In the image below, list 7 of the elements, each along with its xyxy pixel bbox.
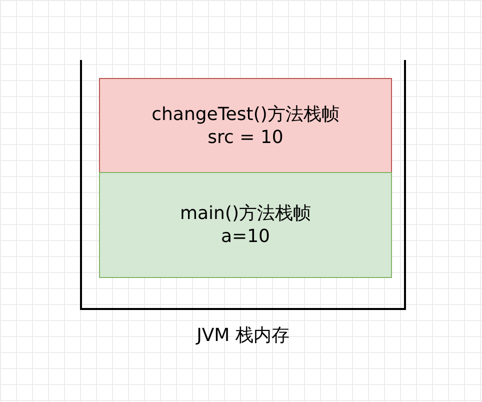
stack-frame	[99, 172, 392, 278]
frame-text: main()方法栈帧	[180, 202, 312, 225]
frame-text: changeTest()方法栈帧	[152, 102, 340, 126]
frame-text: src = 10	[208, 126, 284, 148]
stack-label: JVM 栈内存	[196, 324, 290, 348]
stack-frame	[99, 78, 392, 173]
frame-text: a=10	[220, 225, 270, 248]
